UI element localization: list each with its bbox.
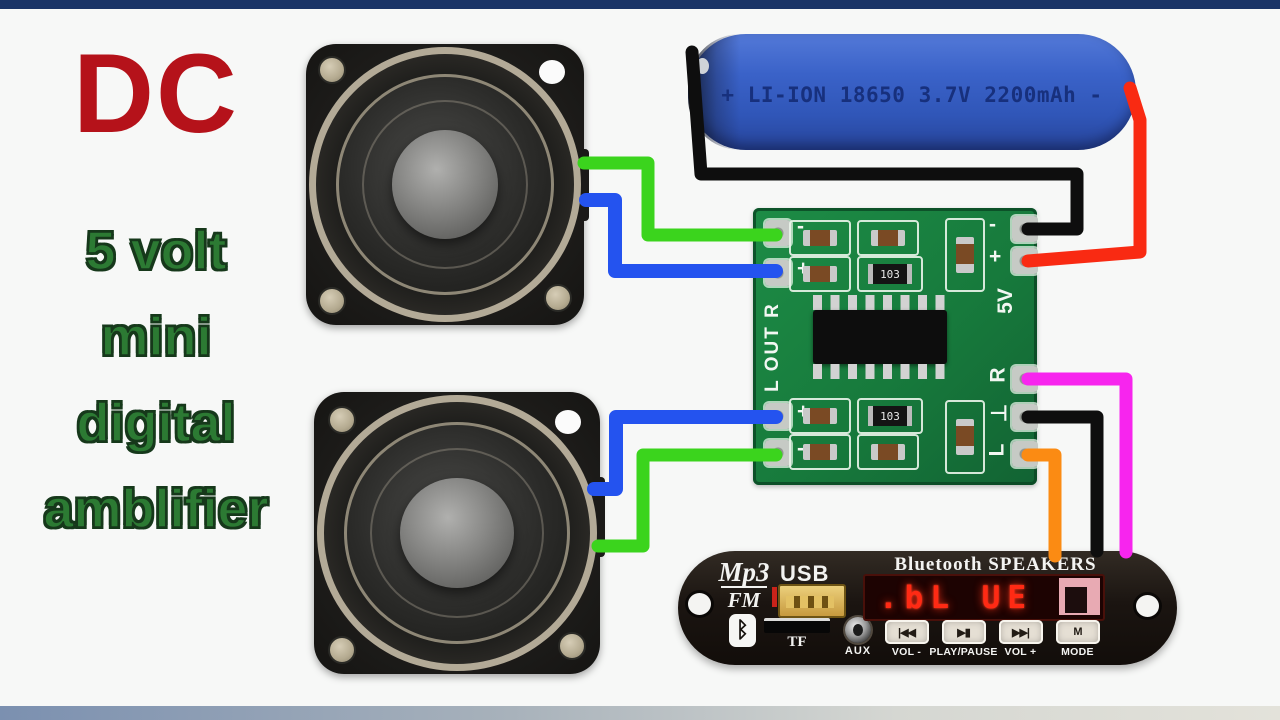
vol-down-button: |◀◀ VOL - [882, 620, 931, 658]
headline-lines: 5 volt mini digital amblifier [0, 208, 312, 552]
usb-port [778, 584, 846, 618]
play-pause-button: ▶▮ PLAY/PAUSE [929, 620, 997, 658]
pad-label: L [985, 443, 1009, 457]
vol-up-button-label: VOL + [1004, 646, 1037, 658]
screw-icon [318, 287, 346, 315]
pad-in-right [1012, 366, 1038, 392]
speaker-top-green-wire [577, 156, 783, 242]
speaker-top [306, 44, 589, 325]
bluetooth-icon: ᛒ [729, 614, 756, 647]
battery-label: + LI-ION 18650 3.7V 2200mAh - [721, 83, 1103, 107]
mount-hole-icon [688, 593, 711, 615]
battery-18650: + LI-ION 18650 3.7V 2200mAh - [688, 34, 1136, 150]
aux-jack [845, 617, 871, 643]
speaker-bottom-blue-wire [587, 410, 783, 496]
usb-label: USB [780, 561, 830, 586]
board-title: Bluetooth SPEAKERS [894, 554, 1097, 575]
tf-label: TF [787, 634, 807, 650]
headline-dc: DC [73, 31, 239, 156]
ic-pins [813, 364, 947, 379]
aux-label: AUX [844, 645, 872, 657]
led-display: .bL UE [863, 574, 1105, 621]
play-pause-button-label: PLAY/PAUSE [929, 646, 998, 658]
button-row: |◀◀ VOL - ▶▮ PLAY/PAUSE▶▶| VOL + M MODE [882, 620, 1102, 658]
pad-rout-minus [765, 220, 791, 246]
vol-up-button-icon: ▶▶| [998, 620, 1043, 644]
speaker-bottom-green-wire [591, 448, 783, 553]
headline: DC 5 volt mini digital amblifier [0, 38, 312, 552]
smd-capacitor [789, 220, 851, 256]
pad-power-minus [1012, 216, 1038, 242]
pad-label: + [989, 245, 1002, 268]
mount-hole-icon [1136, 595, 1159, 617]
headline-line-2: mini [100, 306, 213, 368]
pad-in-ground [1012, 404, 1038, 430]
vol-down-button-label: VOL - [891, 646, 922, 658]
pad-rout-plus [765, 260, 791, 286]
smd-capacitor-vertical [945, 218, 985, 292]
board-side-label: L OUT R [762, 302, 783, 392]
usb-led [772, 587, 777, 607]
mount-hole-icon [539, 60, 565, 84]
smd-capacitor [857, 434, 919, 470]
pad-label: R [986, 367, 1010, 383]
mode-button-icon: M [1055, 620, 1100, 644]
led-display-text: .bL UE [879, 580, 1033, 616]
mode-button: M MODE [1053, 620, 1102, 658]
vol-down-button-icon: |◀◀ [884, 620, 929, 644]
bottom-bar [0, 706, 1280, 720]
smd-resistor-103: 103 [857, 398, 923, 434]
pad-in-left [1012, 441, 1038, 467]
speaker-bottom [314, 392, 605, 674]
tf-card-slot [764, 618, 830, 633]
smd-capacitor [857, 220, 919, 256]
right-channel-magenta-wire [1021, 372, 1133, 559]
mode-button-label: MODE [1061, 646, 1094, 658]
smd-capacitor-vertical [945, 400, 985, 474]
speaker-dust-cap [400, 478, 514, 588]
ir-receiver [1059, 578, 1100, 615]
headline-line-3: digital [76, 392, 237, 454]
screw-icon [318, 56, 346, 84]
speaker-dust-cap [392, 130, 498, 239]
smd-capacitor [789, 256, 851, 292]
smd-capacitor [789, 434, 851, 470]
headline-line-4: amblifier [43, 478, 270, 540]
pad-power-plus [1012, 248, 1038, 274]
mp3-fm-logo: Mp3 FM [718, 557, 770, 612]
vol-up-button: ▶▶| VOL + [996, 620, 1045, 658]
screw-icon [328, 406, 356, 434]
screw-icon [558, 632, 586, 660]
pad-label: - [989, 213, 996, 236]
speaker-surround-ring [362, 100, 528, 269]
ic-pins [813, 295, 947, 310]
ground-black-wire [1021, 410, 1104, 558]
play-pause-button-icon: ▶▮ [941, 620, 986, 644]
speaker-surround-ring [370, 448, 544, 618]
headline-line-1: 5 volt [85, 220, 228, 282]
ic-chip [813, 310, 947, 364]
pad-lout-minus [765, 440, 791, 466]
screw-icon [328, 636, 356, 664]
smd-capacitor [789, 398, 851, 434]
board-5v-label: 5V [994, 288, 1017, 314]
pad-label: - [797, 437, 804, 460]
mount-hole-icon [555, 410, 581, 434]
amp-board: - + + - - + R ⊥ L L OUT R 5V 103 103 [753, 208, 1038, 485]
pad-label: ⊥ [988, 403, 1012, 423]
speaker-top-blue-wire [579, 193, 783, 278]
smd-resistor-103: 103 [857, 256, 923, 292]
bluetooth-mp3-board: Mp3 FM USB ᛒ TF AUX Bluetooth SPEAKERS .… [678, 551, 1177, 665]
top-bar [0, 0, 1280, 9]
screw-icon [544, 284, 572, 312]
